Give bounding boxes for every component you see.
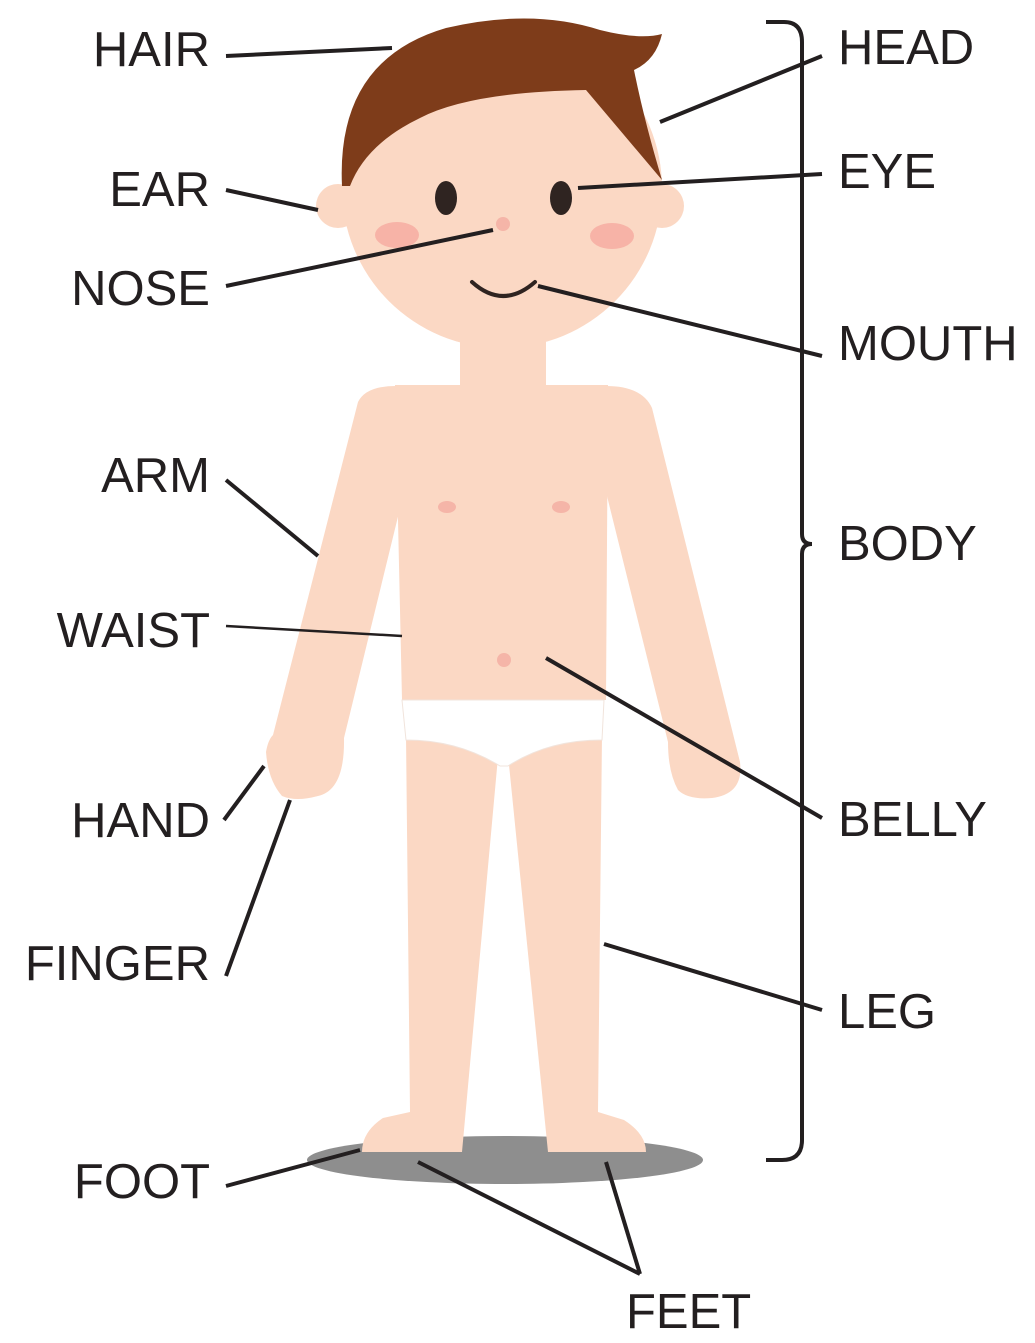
ear-leader <box>226 190 318 210</box>
right-eye <box>550 181 572 215</box>
right-leg <box>506 735 646 1152</box>
left-leg <box>362 735 500 1152</box>
finger-leader <box>226 800 290 976</box>
torso <box>395 340 608 700</box>
left-eye <box>435 181 457 215</box>
label-leg: LEG <box>838 988 936 1037</box>
label-foot: FOOT <box>0 1158 210 1207</box>
label-head: HEAD <box>838 24 974 73</box>
label-ear: EAR <box>0 166 210 215</box>
label-hand: HAND <box>0 797 210 846</box>
nose <box>496 217 510 231</box>
hair-leader <box>226 48 392 56</box>
label-eye: EYE <box>838 148 936 197</box>
left-arm <box>266 386 404 799</box>
label-nose: NOSE <box>0 265 210 314</box>
left-cheek-blush <box>375 222 419 248</box>
label-belly: BELLY <box>838 796 987 845</box>
label-feet: FEET <box>626 1288 751 1337</box>
right-nipple <box>552 501 570 513</box>
label-hair: HAIR <box>0 26 210 75</box>
label-waist: WAIST <box>0 607 210 656</box>
head-body-bracket <box>766 22 812 1160</box>
head-leader <box>660 56 822 122</box>
label-mouth: MOUTH <box>838 320 1018 369</box>
belly-button <box>497 653 511 667</box>
label-body: BODY <box>838 520 977 569</box>
leg-leader <box>604 944 822 1010</box>
hand-leader <box>224 766 264 820</box>
arm-leader <box>226 480 318 556</box>
right-arm <box>606 386 740 798</box>
left-nipple <box>438 501 456 513</box>
right-cheek-blush <box>590 223 634 249</box>
label-finger: FINGER <box>0 940 210 989</box>
label-arm: ARM <box>0 452 210 501</box>
